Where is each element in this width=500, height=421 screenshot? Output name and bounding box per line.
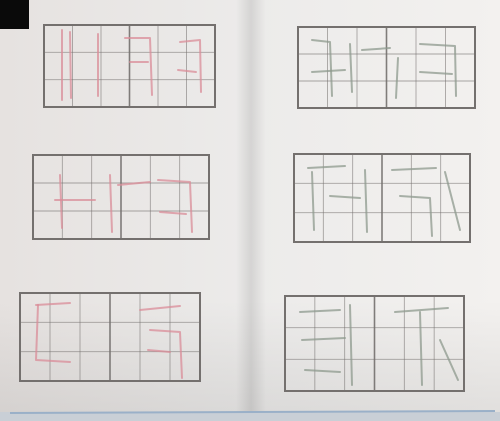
page-fold [236, 0, 266, 421]
corner-tape [0, 0, 29, 29]
pencil-stroke [70, 32, 71, 98]
